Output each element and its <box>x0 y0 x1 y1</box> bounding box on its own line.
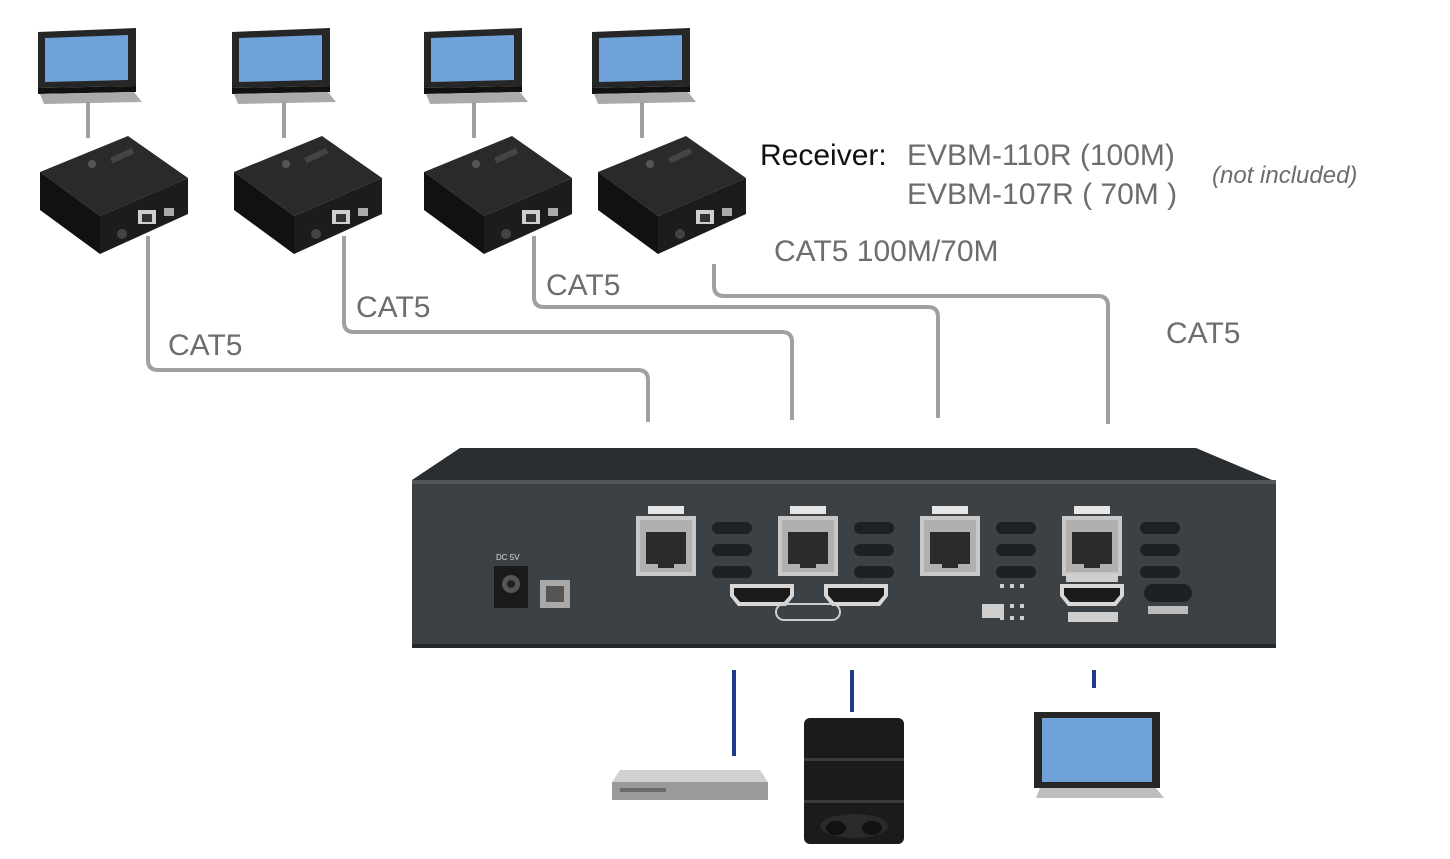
cable-label-4: CAT5 <box>1166 317 1241 350</box>
tv-link-cables <box>86 102 644 138</box>
receiver-box-2 <box>234 136 382 254</box>
cable-label-3: CAT5 <box>546 269 621 302</box>
receiver-model-70m: EVBM-107R ( 70M ) <box>907 178 1178 211</box>
tv-display-3 <box>424 28 528 104</box>
cat5-cable-1 <box>146 236 650 422</box>
rj45-output-3 <box>920 506 980 576</box>
receiver-box-3 <box>424 136 572 254</box>
cat5-cable-3 <box>532 236 940 418</box>
dvd-player <box>612 770 768 800</box>
rj45-output-2 <box>778 506 838 576</box>
cat5-cable-2 <box>342 236 794 420</box>
hdmi-extender-transmitter: DC 5V <box>412 448 1276 648</box>
rj45-output-4 <box>1062 506 1122 576</box>
local-tv-display <box>1034 712 1164 798</box>
rj45-output-1 <box>636 506 696 576</box>
hdmi-input-2 <box>824 584 888 606</box>
tv-display-4 <box>592 28 696 104</box>
hdmi-input-1 <box>730 584 794 606</box>
svg-text:DC 5V: DC 5V <box>496 553 520 562</box>
game-console <box>804 718 904 844</box>
receiver-note: (not included) <box>1212 162 1358 189</box>
receiver-heading: Receiver: <box>760 139 887 172</box>
tv-display-2 <box>232 28 336 104</box>
receiver-box-4 <box>598 136 746 254</box>
cat5-cable-4 <box>712 264 1110 424</box>
cable-label-1: CAT5 <box>168 329 243 362</box>
cable-label-2: CAT5 <box>356 291 431 324</box>
receiver-model-100m: EVBM-110R (100M) <box>907 139 1175 172</box>
receiver-box-1 <box>40 136 188 254</box>
tv-display-1 <box>38 28 142 104</box>
cable-range-label: CAT5 100M/70M <box>774 235 999 268</box>
hdmi-loop-out <box>1060 584 1124 606</box>
